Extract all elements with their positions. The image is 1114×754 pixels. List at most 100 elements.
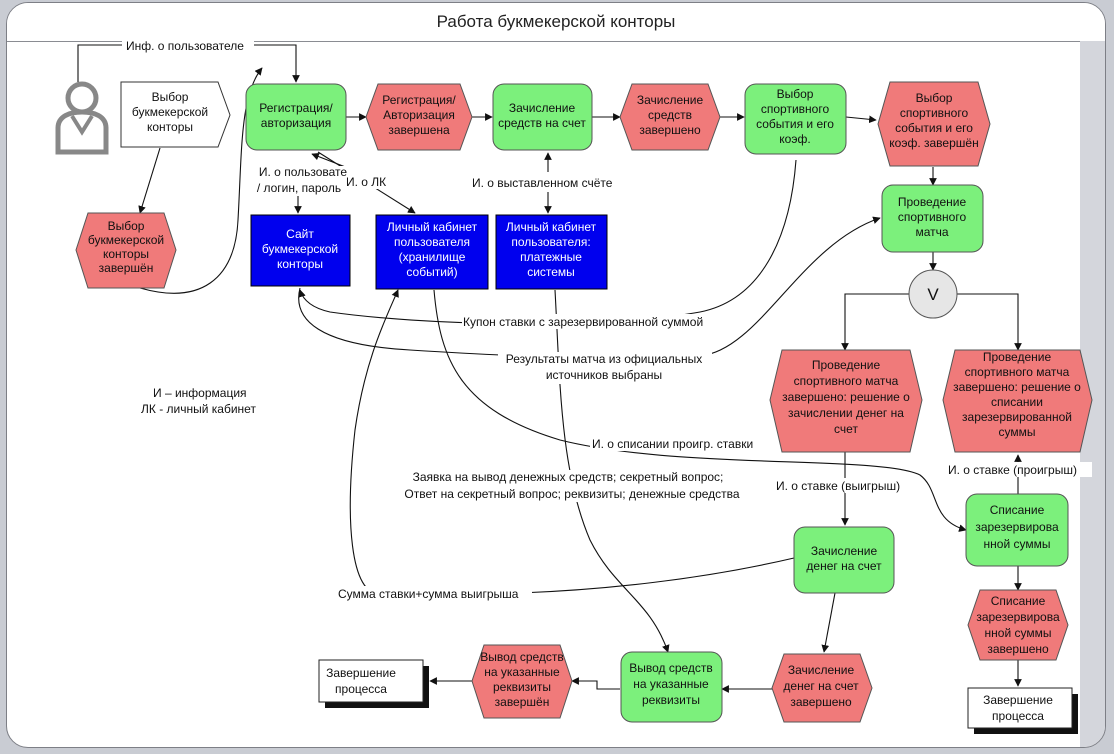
choose-office-line-1: Выбор <box>152 90 189 104</box>
choose-office-line-2: букмекерской <box>132 105 208 119</box>
eventdone-line-3: события и его <box>895 121 973 135</box>
diagram-title: Работа букмекерской конторы <box>7 3 1105 42</box>
eventdone-line-1: Выбор <box>916 91 953 105</box>
creditdone-line-2: денег на счет <box>783 679 859 693</box>
event-line-3: события и его <box>756 117 834 131</box>
end-left-line-2: процесса <box>335 682 387 696</box>
label-coupon: Купон ставки с зарезервированной суммой <box>463 315 703 329</box>
label-invoice-info: И. о выставленном счёте <box>472 176 613 190</box>
label-results-2: источников выбраны <box>546 368 662 382</box>
withdrawdone-line-2: на указанные <box>484 665 560 679</box>
xor-label: V <box>927 285 939 304</box>
writeoffdone-line-3: нной суммы <box>985 626 1052 640</box>
deposit-line-1: Зачисление <box>509 101 576 115</box>
cab-events-line-1: Личный кабинет <box>387 220 478 234</box>
writeoff-line-2: зарезервирова <box>975 520 1059 534</box>
lose-line-5: зарезервированной <box>962 410 1072 424</box>
withdraw-line-3: реквизиты <box>642 693 700 707</box>
writeoffdone-line-1: Списание <box>991 594 1046 608</box>
label-login-info-1: И. о пользовате <box>259 165 348 179</box>
registration-line-1: Регистрация/ <box>259 101 333 115</box>
choose-office-line-3: конторы <box>147 120 193 134</box>
credit-line-1: Зачисление <box>811 544 878 558</box>
svg-text:Заявка на вывод денежных средс: Заявка на вывод денежных средств; секрет… <box>404 470 740 501</box>
writeoff-line-3: нной суммы <box>984 537 1051 551</box>
label-lose-writeoff: И. о списании проигр. ставки <box>592 437 753 451</box>
withdraw-line-1: Вывод средств <box>629 661 713 675</box>
legend-lk: ЛК - личный кабинет <box>141 402 256 416</box>
site-line-1: Сайт <box>286 227 314 241</box>
cab-pay-line-4: системы <box>527 265 575 279</box>
cab-pay-line-3: платежные <box>520 250 582 264</box>
flow-labels: Инф. о пользователе И. о пользовате / лог… <box>122 38 1092 601</box>
event-line-4: коэф. <box>779 132 810 146</box>
creditdone-line-3: завершено <box>790 695 852 709</box>
withdrawdone-line-1: Вывод средств <box>480 650 564 664</box>
depositdone-line-1: Зачисление <box>637 93 704 107</box>
office-done-line-4: завершён <box>99 261 154 275</box>
site-line-2: букмекерской <box>262 242 338 256</box>
win-line-4: зачислении денег на <box>788 406 904 420</box>
eventdone-line-2: спортивного <box>900 106 969 120</box>
registration-line-2: авторизация <box>261 116 331 130</box>
cab-events-line-4: событий) <box>406 265 457 279</box>
cab-events-line-3: (хранилище <box>399 250 466 264</box>
writeoffdone-line-4: завершено <box>987 642 1049 656</box>
match-line-1: Проведение <box>898 195 967 209</box>
flow-withdraw-to-withdrawdone <box>571 677 620 690</box>
label-withdraw-request-2: Ответ на секретный вопрос; реквизиты; де… <box>404 487 740 501</box>
match-line-3: матча <box>915 225 948 239</box>
node-writeoff-done: Списание зарезервирова нной суммы завершено <box>967 589 1069 661</box>
node-registration: Регистрация/авторизация <box>245 83 347 151</box>
eventdone-line-4: коэф. завершён <box>889 136 978 150</box>
lose-line-4: списании <box>991 395 1043 409</box>
label-user-info: Инф. о пользователе <box>126 39 244 53</box>
office-done-line-2: букмекерской <box>88 233 164 247</box>
event-line-2: спортивного <box>761 102 830 116</box>
legend-info: И – информация <box>153 386 247 400</box>
writeoff-line-1: Списание <box>990 503 1045 517</box>
label-lose-bet: И. о ставке (проигрыш) <box>948 463 1077 477</box>
flow-bet-win-curve <box>349 289 795 595</box>
node-xor-operator: V <box>908 269 958 319</box>
regdone-line-3: завершена <box>388 123 450 137</box>
end-right-line-1: Завершение <box>983 693 1053 707</box>
flow-xor-to-win <box>841 293 909 351</box>
label-login-info-2: / логин, пароль <box>257 181 341 195</box>
site-line-3: конторы <box>277 257 323 271</box>
label-withdraw-request-1: Заявка на вывод денежных средств; секрет… <box>413 470 724 484</box>
regdone-line-2: Авторизация <box>383 108 455 122</box>
event-line-1: Выбор <box>777 87 814 101</box>
win-line-2: спортивного матча <box>794 374 899 388</box>
lose-line-3: завершено: решение о <box>953 380 1081 394</box>
match-line-2: спортивного <box>898 210 967 224</box>
writeoffdone-line-2: зарезервирова <box>976 610 1060 624</box>
office-done-line-1: Выбор <box>108 219 145 233</box>
